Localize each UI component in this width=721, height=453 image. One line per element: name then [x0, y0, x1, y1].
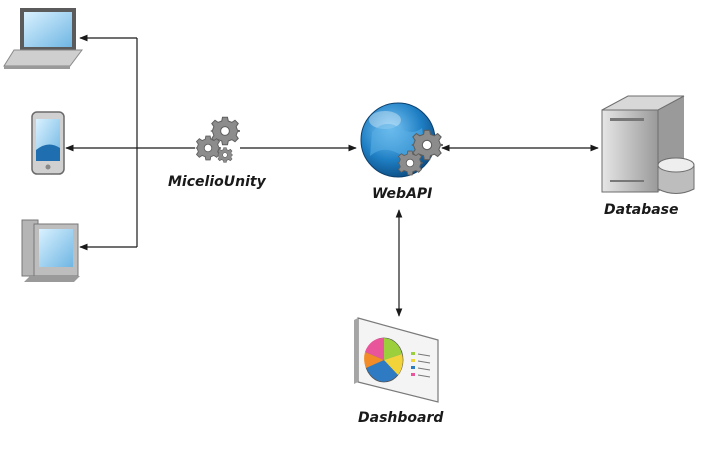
dashboard-label: Dashboard	[358, 410, 444, 426]
server-database-icon	[601, 95, 695, 194]
dashboard-legend	[411, 352, 431, 378]
webapi-label: WebAPI	[372, 186, 432, 202]
globe-with-gears-icon	[360, 102, 443, 178]
database-label: Database	[604, 202, 679, 218]
connectors	[65, 34, 599, 317]
dashboard-pie-chart-icon	[354, 317, 439, 403]
gears-icon	[195, 116, 240, 163]
desktop-computer-icon	[21, 219, 80, 282]
smartphone-icon	[31, 111, 65, 175]
micelio-unity-label: MicelioUnity	[168, 174, 267, 190]
laptop-icon	[3, 8, 83, 69]
